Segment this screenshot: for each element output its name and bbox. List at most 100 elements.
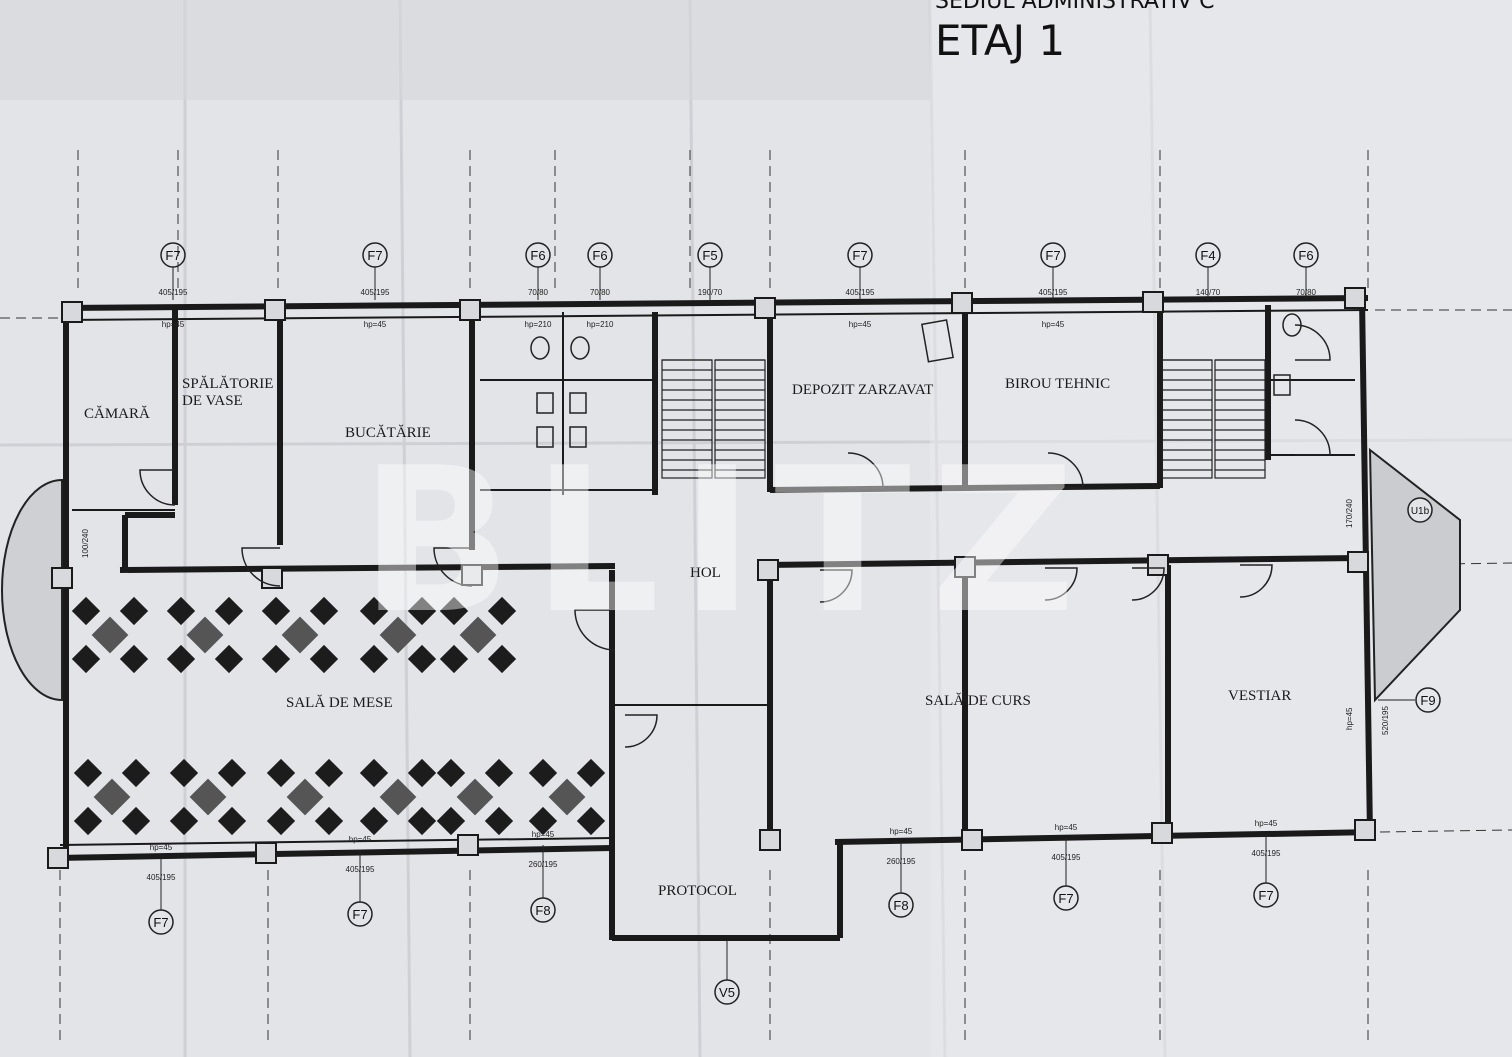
right-balcony	[1368, 447, 1461, 703]
stairs	[661, 359, 1266, 479]
chair	[528, 758, 558, 788]
window-tag-circle	[362, 242, 388, 268]
stair-flight	[714, 359, 766, 479]
chair	[119, 644, 149, 674]
column	[51, 567, 73, 589]
column	[457, 834, 479, 856]
door-swing	[1044, 567, 1078, 601]
toilet	[1282, 313, 1302, 337]
chair	[166, 596, 196, 626]
grid-lines	[0, 150, 1512, 1040]
chair	[261, 644, 291, 674]
window-dimension: 140/70	[1196, 288, 1221, 297]
tag-u1b: U1b	[1407, 497, 1433, 523]
window-hp: hp=45	[364, 320, 387, 329]
stair-flight	[1214, 359, 1266, 479]
window-tag-circle	[1053, 885, 1079, 911]
sink	[1273, 374, 1291, 396]
chair	[359, 806, 389, 836]
column	[951, 292, 973, 314]
window-hp: hp=45	[150, 843, 173, 852]
column	[264, 299, 286, 321]
svg-text:V5: V5	[719, 985, 735, 1000]
chair	[217, 758, 247, 788]
chair	[119, 596, 149, 626]
column	[1147, 554, 1169, 576]
window-dimension: 405/195	[159, 288, 188, 297]
chair	[407, 644, 437, 674]
window-tag-circle	[1253, 882, 1279, 908]
scan-smudge	[0, 0, 930, 100]
sink	[569, 392, 587, 414]
chair	[266, 758, 296, 788]
floor-title: ETAJ 1	[935, 16, 1065, 65]
window-dimension: 405/195	[346, 865, 375, 874]
window-tag: F7	[1045, 248, 1060, 263]
room-sala-mese: SALĂ DE MESE	[286, 694, 393, 711]
chair	[484, 806, 514, 836]
chair	[576, 758, 606, 788]
chair	[528, 806, 558, 836]
room-protocol: PROTOCOL	[658, 883, 737, 899]
room-bucatarie: BUCĂTĂRIE	[345, 424, 431, 441]
window-tag: F6	[592, 248, 607, 263]
wall	[54, 845, 613, 861]
window-tag: F4	[1200, 248, 1215, 263]
table	[286, 778, 324, 816]
svg-text:U1b: U1b	[1411, 506, 1430, 517]
chair	[266, 806, 296, 836]
sink	[536, 392, 554, 414]
table	[459, 616, 497, 654]
room-depozit: DEPOZIT ZARZAVAT	[792, 382, 933, 398]
room-spalatorie-line1: SPĂLĂTORIE	[182, 375, 273, 392]
window-hp: hp=45	[1042, 320, 1065, 329]
column	[757, 559, 779, 581]
door-swing	[433, 547, 473, 587]
window-dimension: 190/70	[698, 288, 723, 297]
chair	[166, 644, 196, 674]
window-tag-circle	[530, 897, 556, 923]
f9-dimension: 520/195	[1381, 706, 1390, 735]
chair	[169, 758, 199, 788]
header-partial-title: SEDIUL ADMINISTRATIV C	[935, 0, 1215, 14]
table	[189, 778, 227, 816]
door-swing	[819, 569, 853, 603]
chair	[436, 806, 466, 836]
wall	[834, 829, 1376, 845]
window-tag-circle	[148, 909, 174, 935]
column	[459, 299, 481, 321]
window-tag: F7	[153, 915, 168, 930]
toilet	[530, 336, 550, 360]
doors	[139, 324, 1331, 748]
window-dimension: 405/195	[1252, 849, 1281, 858]
table	[379, 778, 417, 816]
sink	[569, 426, 587, 448]
column	[1344, 287, 1366, 309]
window-tag: F8	[535, 903, 550, 918]
door-swing	[1294, 419, 1331, 456]
window-dimension: 405/195	[147, 873, 176, 882]
chair	[73, 806, 103, 836]
chair	[359, 644, 389, 674]
left-balcony	[1, 478, 63, 702]
chair	[487, 644, 517, 674]
chair	[314, 758, 344, 788]
window-hp: hp=210	[525, 320, 552, 329]
left-door-dimension: 100/240	[81, 529, 90, 558]
window-dimension: 405/195	[1039, 288, 1068, 297]
chair	[576, 806, 606, 836]
chair	[439, 644, 469, 674]
window-hp: hp=45	[532, 830, 555, 839]
door-swing	[847, 452, 884, 489]
window-hp: hp=45	[1055, 823, 1078, 832]
chair	[484, 758, 514, 788]
chair	[359, 758, 389, 788]
table	[91, 616, 129, 654]
sanitary-fixtures	[530, 313, 1302, 448]
door-swing	[139, 469, 176, 506]
table	[93, 778, 131, 816]
window-tag: F7	[1058, 891, 1073, 906]
window-tag-circle	[347, 901, 373, 927]
sink	[536, 426, 554, 448]
column	[1354, 819, 1376, 841]
